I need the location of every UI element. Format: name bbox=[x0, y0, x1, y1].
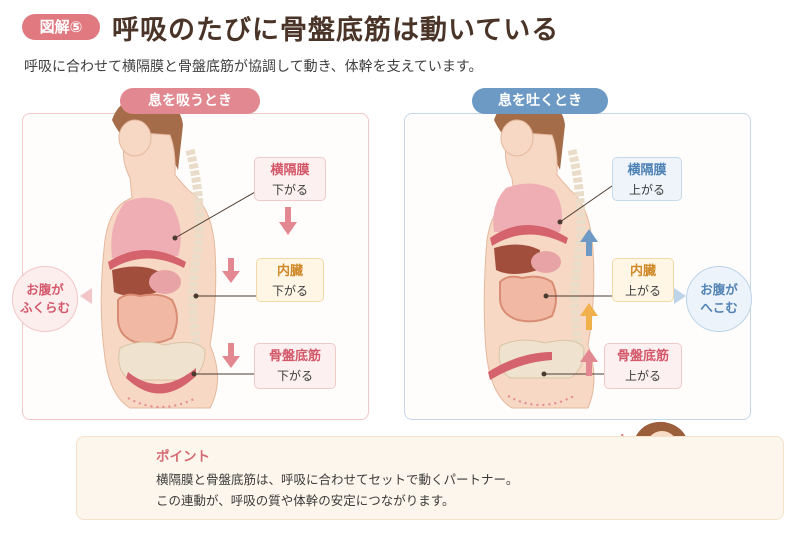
exhale-diaphragm-label: 横隔膜 上がる bbox=[612, 157, 682, 201]
inhale-organs-action: 下がる bbox=[271, 284, 308, 298]
arrow-up-icon bbox=[580, 229, 598, 256]
page-title: 呼吸のたびに骨盤底筋は動いている bbox=[112, 15, 560, 46]
belly-deflate-line1: お腹が bbox=[700, 282, 738, 297]
page-subtitle: 呼吸に合わせて横隔膜と骨盤底筋が協調して動き、体幹を支えています。 bbox=[24, 59, 483, 75]
inhale-body-illustration bbox=[100, 97, 218, 409]
point-title: ポイント bbox=[156, 449, 210, 465]
inhale-belly-arrow-icon bbox=[80, 288, 92, 304]
belly-deflate-line2: へこむ bbox=[700, 300, 738, 315]
belly-deflate-badge: お腹が へこむ bbox=[686, 266, 752, 332]
point-box bbox=[76, 436, 784, 520]
point-line-1: 横隔膜と骨盤底筋は、呼吸に合わせてセットで動くパートナー。 bbox=[156, 472, 519, 487]
belly-inflate-line2: ふくらむ bbox=[19, 300, 70, 315]
exhale-organs-action: 上がる bbox=[624, 284, 661, 298]
inhale-diaphragm-action: 下がる bbox=[271, 183, 308, 197]
exhale-organs-name: 内臓 bbox=[629, 264, 656, 279]
exhale-diaphragm-name: 横隔膜 bbox=[627, 163, 667, 178]
inhale-pelvic-floor-action: 下がる bbox=[276, 369, 313, 383]
arrow-down-icon bbox=[279, 207, 297, 235]
inhale-organs-label: 内臓 下がる bbox=[256, 258, 324, 302]
figure-badge: 図解⑤ bbox=[22, 14, 100, 40]
exhale-belly-arrow-icon bbox=[674, 288, 686, 304]
arrow-up-icon bbox=[580, 303, 598, 330]
inhale-diaphragm-leader bbox=[174, 191, 256, 239]
arrow-up-icon bbox=[580, 349, 598, 376]
exhale-pelvic-floor-action: 上がる bbox=[624, 369, 661, 383]
exhale-diaphragm-action: 上がる bbox=[628, 183, 665, 197]
belly-inflate-badge: お腹が ふくらむ bbox=[12, 266, 78, 332]
arrow-down-icon bbox=[222, 258, 240, 283]
inhale-heading: 息を吸うとき bbox=[120, 88, 260, 114]
exhale-pelvic-floor-name: 骨盤底筋 bbox=[616, 349, 669, 364]
exhale-heading: 息を吐くとき bbox=[472, 88, 608, 114]
inhale-diaphragm-label: 横隔膜 下がる bbox=[254, 157, 326, 201]
exhale-organs-label: 内臓 上がる bbox=[612, 258, 674, 302]
inhale-organs-name: 内臓 bbox=[276, 264, 303, 279]
belly-inflate-line1: お腹が bbox=[26, 282, 64, 297]
exhale-body-illustration bbox=[483, 97, 595, 409]
exhale-pelvic-floor-label: 骨盤底筋 上がる bbox=[604, 343, 682, 389]
inhale-pelvic-floor-label: 骨盤底筋 下がる bbox=[254, 343, 336, 389]
inhale-diaphragm-name: 横隔膜 bbox=[270, 163, 310, 178]
exhale-diaphragm-leader bbox=[559, 185, 613, 223]
inhale-pelvic-floor-name: 骨盤底筋 bbox=[268, 349, 321, 364]
arrow-down-icon bbox=[222, 343, 240, 368]
point-line-2: この連動が、呼吸の質や体幹の安定につながります。 bbox=[156, 493, 455, 508]
